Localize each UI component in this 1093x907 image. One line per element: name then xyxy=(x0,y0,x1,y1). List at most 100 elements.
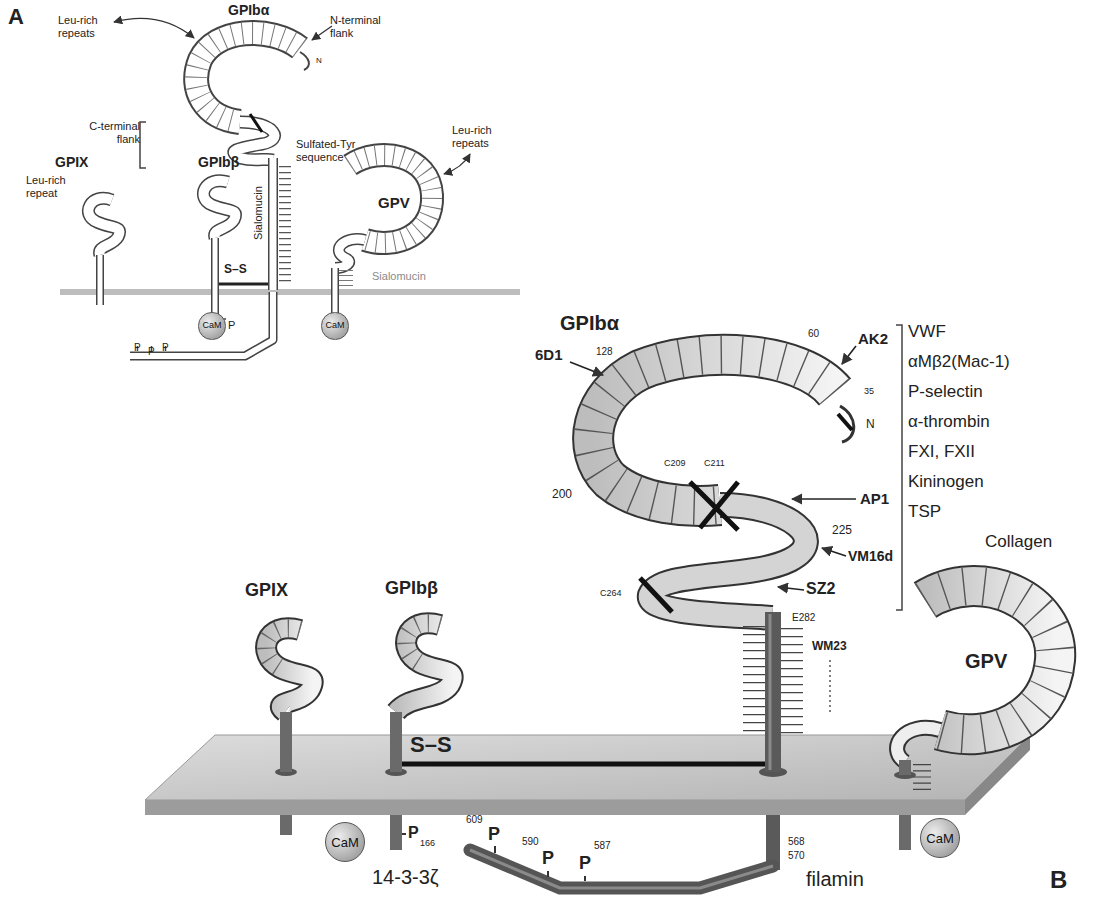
domain-label: Leu-rich repeat xyxy=(26,174,81,199)
phospho-tick xyxy=(402,833,406,835)
protein-name: GPV xyxy=(378,194,410,211)
stalk xyxy=(899,815,911,850)
phospho-ticks xyxy=(495,846,585,881)
ligand-name: α-thrombin xyxy=(908,412,990,432)
sialomucin-hairs xyxy=(743,626,765,734)
phospho-label: P xyxy=(542,848,554,869)
tail-highlight xyxy=(470,850,773,888)
ligand-name: Kininogen xyxy=(908,472,984,492)
residue-number: 225 xyxy=(832,524,852,538)
calmodulin-circle: CaM xyxy=(920,818,960,858)
pointer-arrow xyxy=(570,362,603,375)
residue-number: E282 xyxy=(792,612,815,624)
antibody-label: AP1 xyxy=(860,490,889,507)
stalk-outline xyxy=(96,255,104,305)
phospho-label: P xyxy=(148,346,155,358)
stalk xyxy=(899,760,911,775)
panel-b xyxy=(145,325,1055,888)
gpib-beta-fill xyxy=(396,623,453,712)
sialomucin-hairs xyxy=(279,166,291,284)
protein-name: GPIbβ xyxy=(198,154,239,170)
sialomucin-hairs xyxy=(781,628,803,734)
antibody-label: WM23 xyxy=(812,640,847,654)
gpv-flank-fill xyxy=(897,728,940,762)
residue-number: 166 xyxy=(420,838,435,848)
gpv-flank-fill xyxy=(335,239,365,268)
lrr-fill xyxy=(593,355,835,506)
calmodulin-circle: CaM xyxy=(325,822,365,862)
lrr-outline xyxy=(196,33,300,122)
phospho-label: P xyxy=(134,342,141,354)
gpv-lrr-stripes xyxy=(925,586,1055,734)
pointer-arrow xyxy=(792,498,856,500)
phospho-label: P xyxy=(162,342,169,354)
domain-label: Sialomucin xyxy=(372,270,426,283)
residue-number: 609 xyxy=(466,814,483,826)
phospho-label: P xyxy=(228,319,235,332)
sialomucin-hairs xyxy=(913,764,931,795)
antibody-label: SZ2 xyxy=(806,580,835,598)
span-arrow xyxy=(114,18,194,38)
residue-number: 568 xyxy=(788,836,805,848)
protein-name: filamin xyxy=(806,868,864,891)
epitope-dots xyxy=(829,660,831,715)
gpix-outline xyxy=(88,198,119,255)
ligand-name: VWF xyxy=(908,322,946,342)
node-text: CaM xyxy=(325,321,344,330)
residue-number: 587 xyxy=(594,840,611,852)
panel-a xyxy=(60,18,520,356)
pointer-arrow xyxy=(312,26,332,40)
gpv-lrr-outline xyxy=(350,155,432,243)
residue-number: 200 xyxy=(552,488,572,502)
gpib-beta-stripes xyxy=(406,623,440,663)
gpib-beta-outline xyxy=(396,623,453,712)
stalk xyxy=(280,712,292,772)
node-text: CaM xyxy=(202,321,221,330)
domain-label: Sialomucin xyxy=(252,186,265,240)
ligand-name: P-selectin xyxy=(908,382,983,402)
gpib-beta-outline xyxy=(203,181,235,238)
bracket xyxy=(140,122,146,168)
ligand-name: FXI, FXII xyxy=(908,442,975,462)
node-text: CaM xyxy=(331,836,358,849)
gpix-fill xyxy=(88,198,119,255)
ligand-name: Collagen xyxy=(985,532,1052,552)
pointer-arrow xyxy=(778,587,804,590)
gpv-lrr-stripes xyxy=(350,155,432,243)
sialomucin-hairs xyxy=(339,270,353,288)
protein-name: GPIbβ xyxy=(385,578,438,599)
panel-letter: B xyxy=(1050,866,1067,894)
gpv-flank-outline xyxy=(335,239,365,268)
stalk xyxy=(765,612,781,772)
disulfide-line xyxy=(402,762,765,767)
domain-label: Sulfated-Tyr sequence xyxy=(296,138,378,163)
residue-number: C264 xyxy=(600,588,622,598)
domain-label: Leu-rich repeats xyxy=(452,124,510,149)
gpv-flank-outline xyxy=(897,728,940,762)
antibody-label: VM16d xyxy=(848,548,893,564)
residue-number: 128 xyxy=(596,346,613,358)
disulfide-line xyxy=(219,283,268,286)
domain-label: C-terminal flank xyxy=(80,120,140,145)
bracket xyxy=(896,325,902,610)
phospho-label: P xyxy=(408,824,419,842)
lrr-fill xyxy=(196,33,300,122)
terminus-label: N xyxy=(316,56,322,65)
residue-number: 60 xyxy=(808,328,819,340)
membrane xyxy=(60,289,520,295)
calmodulin-circle: CaM xyxy=(198,312,225,339)
calmodulin-circle: CaM xyxy=(321,312,348,339)
disulfide-bar xyxy=(250,114,262,132)
protein-name: GPIbα xyxy=(560,312,619,335)
flank-outline xyxy=(234,122,274,160)
terminus-label: N xyxy=(866,418,875,432)
antibody-label: AK2 xyxy=(858,330,888,347)
disulfide-bar xyxy=(640,578,672,612)
gpix-stripes xyxy=(266,628,300,668)
protein-name: GPIbα xyxy=(228,2,269,18)
protein-name: 14-3-3ζ xyxy=(372,866,439,889)
lrr-stripes xyxy=(593,355,835,506)
residue-number: 35 xyxy=(864,386,874,396)
cytoplasmic-tail xyxy=(470,850,773,888)
residue-number: 570 xyxy=(788,850,805,862)
